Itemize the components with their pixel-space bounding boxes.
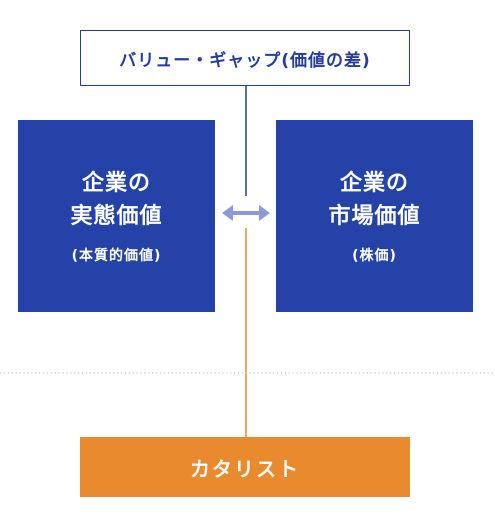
left-right-arrow-icon bbox=[222, 205, 270, 221]
intrinsic-value-box: 企業の 実態価値 (本質的価値) bbox=[18, 120, 215, 312]
catalyst-label: カタリスト bbox=[190, 456, 300, 481]
market-value-box: 企業の 市場価値 (株価) bbox=[276, 120, 473, 312]
intrinsic-value-subtitle: (本質的価値) bbox=[71, 248, 162, 264]
intrinsic-value-title: 企業の 実態価値 bbox=[70, 171, 163, 229]
catalyst-box: カタリスト bbox=[80, 437, 410, 497]
market-value-subtitle: (株価) bbox=[352, 248, 397, 264]
value-gap-box: バリュー・ギャップ(価値の差) bbox=[80, 30, 410, 86]
market-value-title: 企業の 市場価値 bbox=[328, 171, 421, 229]
value-gap-label: バリュー・ギャップ(価値の差) bbox=[119, 50, 371, 71]
